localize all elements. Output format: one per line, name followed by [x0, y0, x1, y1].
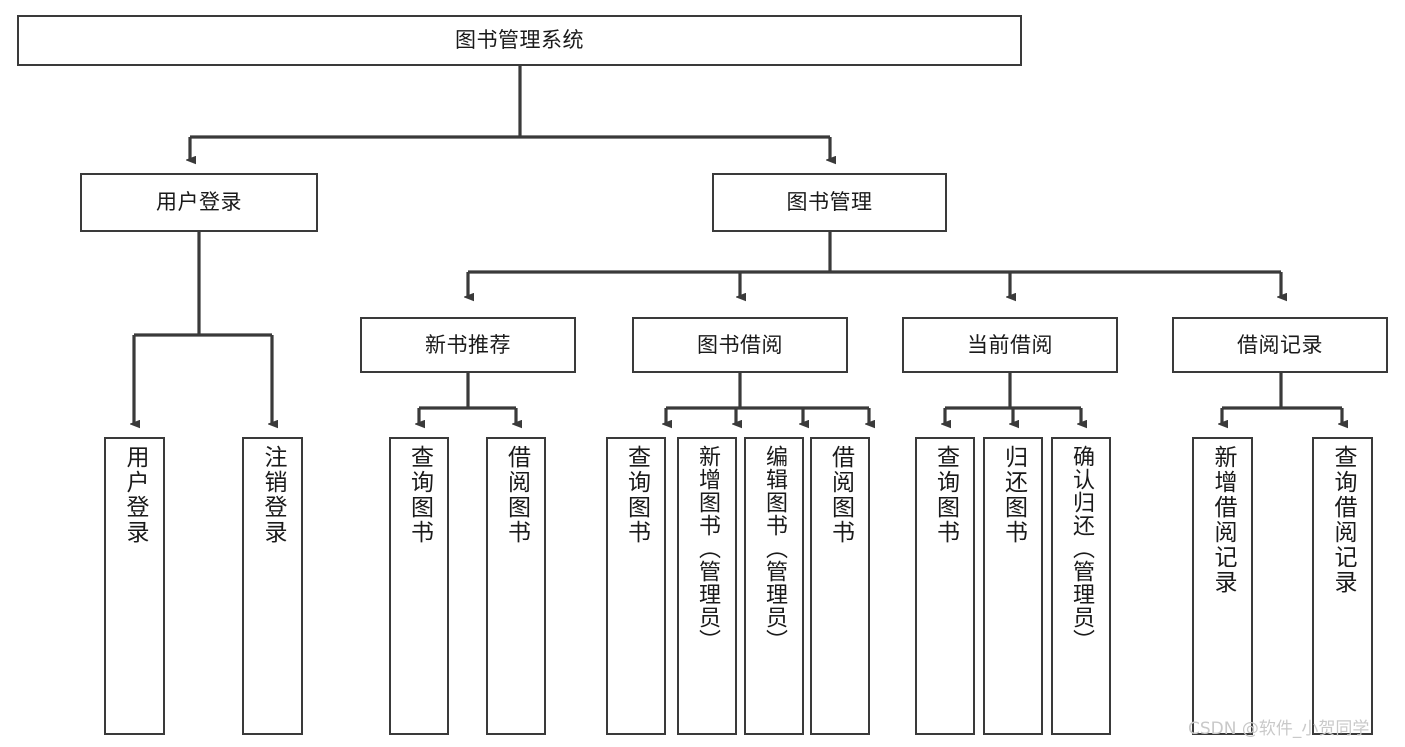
node-user-login-label: 用户登录 [156, 190, 242, 215]
leaf-add-book[interactable]: 新增图书（管理员） [677, 437, 737, 735]
leaf-return-book[interactable]: 归还图书 [983, 437, 1043, 735]
leaf-add-record[interactable]: 新增借阅记录 [1192, 437, 1253, 735]
leaf-return-book-label: 归还图书 [1000, 445, 1027, 545]
leaf-add-record-label: 新增借阅记录 [1210, 445, 1236, 595]
leaf-user-logout[interactable]: 注销登录 [242, 437, 303, 735]
leaf-borrow-book-1-label: 借阅图书 [503, 445, 530, 545]
leaf-edit-book-label: 编辑图书（管理员） [762, 445, 787, 652]
leaf-edit-book[interactable]: 编辑图书（管理员） [744, 437, 804, 735]
node-book-management[interactable]: 图书管理 [712, 173, 947, 232]
node-new-book-recommend[interactable]: 新书推荐 [360, 317, 576, 373]
node-root[interactable]: 图书管理系统 [17, 15, 1022, 66]
node-current-borrow[interactable]: 当前借阅 [902, 317, 1118, 373]
leaf-query-book-2[interactable]: 查询图书 [606, 437, 666, 735]
leaf-query-record-label: 查询借阅记录 [1330, 445, 1356, 595]
leaf-confirm-return[interactable]: 确认归还（管理员） [1051, 437, 1111, 735]
leaf-query-record[interactable]: 查询借阅记录 [1312, 437, 1373, 735]
leaf-user-login-label: 用户登录 [122, 445, 148, 545]
node-user-login[interactable]: 用户登录 [80, 173, 318, 232]
leaf-borrow-book-1[interactable]: 借阅图书 [486, 437, 546, 735]
node-borrow-record[interactable]: 借阅记录 [1172, 317, 1388, 373]
leaf-confirm-return-label: 确认归还（管理员） [1069, 445, 1094, 652]
leaf-user-logout-label: 注销登录 [260, 445, 286, 545]
leaf-query-book-3[interactable]: 查询图书 [915, 437, 975, 735]
leaf-query-book-1[interactable]: 查询图书 [389, 437, 449, 735]
leaf-borrow-book-2-label: 借阅图书 [827, 445, 854, 545]
leaf-query-book-2-label: 查询图书 [623, 445, 650, 545]
node-book-borrow[interactable]: 图书借阅 [632, 317, 848, 373]
node-current-borrow-label: 当前借阅 [967, 332, 1053, 357]
node-root-label: 图书管理系统 [455, 28, 584, 53]
node-book-borrow-label: 图书借阅 [697, 332, 783, 357]
node-book-management-label: 图书管理 [786, 190, 873, 215]
watermark: CSDN @软件_小贺同学 [1188, 719, 1370, 739]
node-borrow-record-label: 借阅记录 [1237, 332, 1323, 357]
leaf-query-book-3-label: 查询图书 [932, 445, 959, 545]
leaf-borrow-book-2[interactable]: 借阅图书 [810, 437, 870, 735]
leaf-query-book-1-label: 查询图书 [406, 445, 433, 545]
leaf-user-login[interactable]: 用户登录 [104, 437, 165, 735]
leaf-add-book-label: 新增图书（管理员） [695, 445, 720, 652]
node-new-book-recommend-label: 新书推荐 [425, 332, 511, 357]
